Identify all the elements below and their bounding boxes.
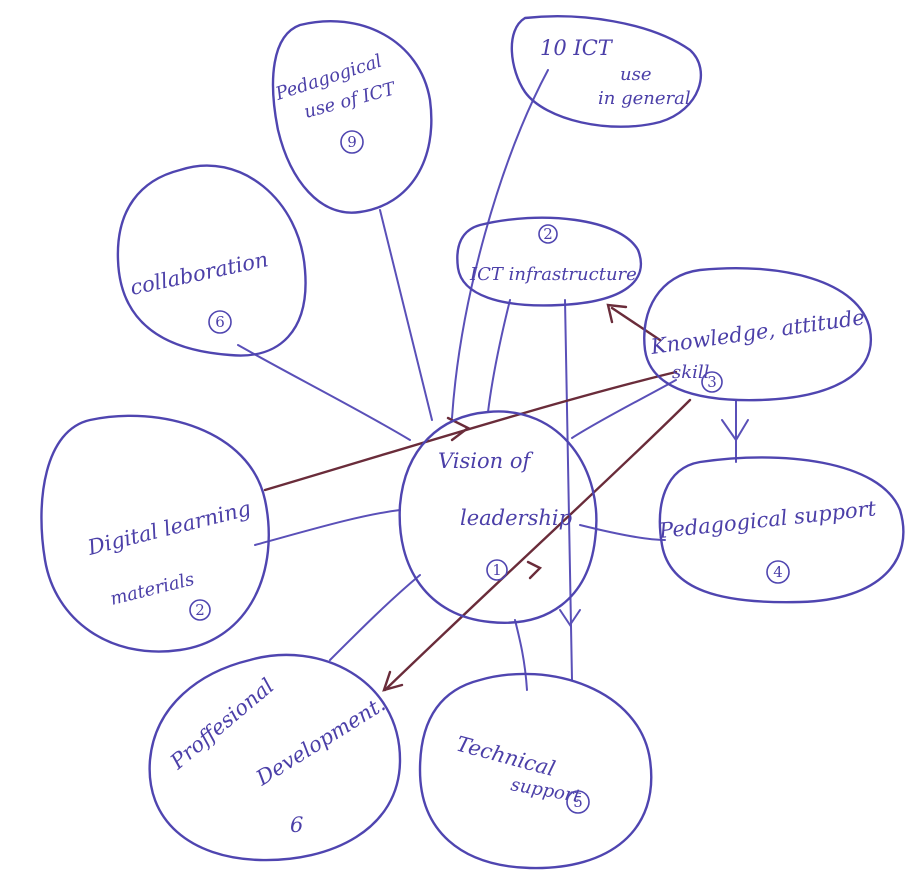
node-collaboration-label: collaboration xyxy=(128,247,270,300)
node-vision-outline xyxy=(398,410,598,624)
node-ict-use: 10 ICT use in general xyxy=(510,15,703,128)
node-professional-dev-line3: 6 xyxy=(290,813,303,837)
node-ict-infrastructure-number: 2 xyxy=(543,225,553,243)
node-knowledge-outline xyxy=(643,267,873,402)
connector-to-collaboration xyxy=(237,344,411,441)
red-arrows xyxy=(263,303,692,692)
node-collaboration-number: 6 xyxy=(215,313,225,331)
node-collaboration: collaboration 6 xyxy=(116,164,307,357)
node-vision-line1: Vision of xyxy=(438,449,533,473)
node-digital-learning-line1: Digital learning xyxy=(84,496,253,560)
node-vision: Vision of leadership 1 xyxy=(398,410,598,624)
node-collaboration-outline xyxy=(116,164,307,357)
node-technical-support-number: 5 xyxy=(573,793,583,811)
node-pedagogical-support-label: Pedagogical support xyxy=(657,496,878,543)
node-professional-dev-outline xyxy=(148,653,402,862)
node-knowledge-number: 3 xyxy=(707,373,717,391)
node-digital-learning-number-circle xyxy=(189,599,211,621)
node-collaboration-number-circle xyxy=(208,310,232,334)
node-digital-learning-line2: materials xyxy=(108,569,196,610)
arrow-knowledge-to-infrastructure xyxy=(610,306,662,342)
node-technical-support-outline xyxy=(418,672,653,870)
node-ict-infrastructure-label: ICT infrastructure xyxy=(469,264,637,285)
node-knowledge: Knowledge, attitude skill 3 xyxy=(643,267,873,402)
node-pedagogical-support-number: 4 xyxy=(773,563,783,581)
connector-to-knowledge xyxy=(571,379,677,439)
node-knowledge-line1: Knowledge, attitude xyxy=(648,305,866,359)
node-pedagogical-use-number-circle xyxy=(340,130,364,154)
node-digital-learning: Digital learning materials 2 xyxy=(40,414,270,653)
connector-to-technical-support xyxy=(514,619,528,691)
node-ict-infrastructure: 2 ICT infrastructure xyxy=(456,216,643,307)
arrowhead-vision-mid xyxy=(526,560,543,580)
connector-to-ict-infrastructure xyxy=(487,299,511,413)
connector-to-pedagogical-use xyxy=(379,209,433,421)
node-technical-support-line1: Technical xyxy=(454,732,558,781)
arrowhead-professional xyxy=(382,670,404,692)
arrow-knowledge-to-professional xyxy=(383,398,692,692)
node-pedagogical-support: Pedagogical support 4 xyxy=(657,456,905,604)
node-technical-support-number-circle xyxy=(566,790,590,814)
node-ict-infrastructure-outline xyxy=(456,216,643,307)
node-pedagogical-use-number: 9 xyxy=(347,133,357,151)
node-professional-dev-line1: Proffesional xyxy=(165,674,278,775)
arrow-digital-to-knowledge xyxy=(263,370,678,492)
arrowhead-infrastructure xyxy=(606,303,628,324)
arrowhead-down xyxy=(721,419,749,442)
node-professional-dev-line2: Development. xyxy=(251,692,390,791)
node-knowledge-number-circle xyxy=(701,371,723,393)
node-pedagogical-support-number-circle xyxy=(766,560,790,584)
node-pedagogical-support-outline xyxy=(658,456,905,604)
node-ict-use-line2: use xyxy=(620,64,651,85)
node-technical-support-line2: support xyxy=(509,774,583,807)
connector-to-digital-learning xyxy=(254,509,401,546)
connector-to-ict-use xyxy=(451,69,549,419)
node-pedagogical-use-outline xyxy=(271,20,433,214)
node-ict-use-line3: in general xyxy=(598,88,691,109)
node-technical-support: Technical support 5 xyxy=(418,672,653,870)
node-ict-use-outline xyxy=(510,15,703,128)
node-digital-learning-outline xyxy=(40,414,270,653)
node-vision-number-circle xyxy=(486,559,508,581)
connector-to-pedagogical-support xyxy=(579,524,666,541)
node-pedagogical-use: Pedagogical use of ICT 9 xyxy=(271,20,433,214)
node-ict-use-line1: 10 ICT xyxy=(540,36,614,60)
arrowhead-down-technical xyxy=(559,609,581,627)
node-vision-number: 1 xyxy=(492,561,502,579)
node-vision-line2: leadership xyxy=(460,506,572,530)
node-knowledge-line2: skill xyxy=(672,362,710,383)
connector-to-professional-dev xyxy=(329,574,421,661)
node-ict-infrastructure-number-circle xyxy=(538,224,558,244)
connector-infrastructure-to-technical xyxy=(564,299,573,681)
node-professional-dev: Proffesional Development. 6 xyxy=(148,653,402,862)
connectors xyxy=(237,69,749,691)
node-digital-learning-number: 2 xyxy=(195,601,205,619)
